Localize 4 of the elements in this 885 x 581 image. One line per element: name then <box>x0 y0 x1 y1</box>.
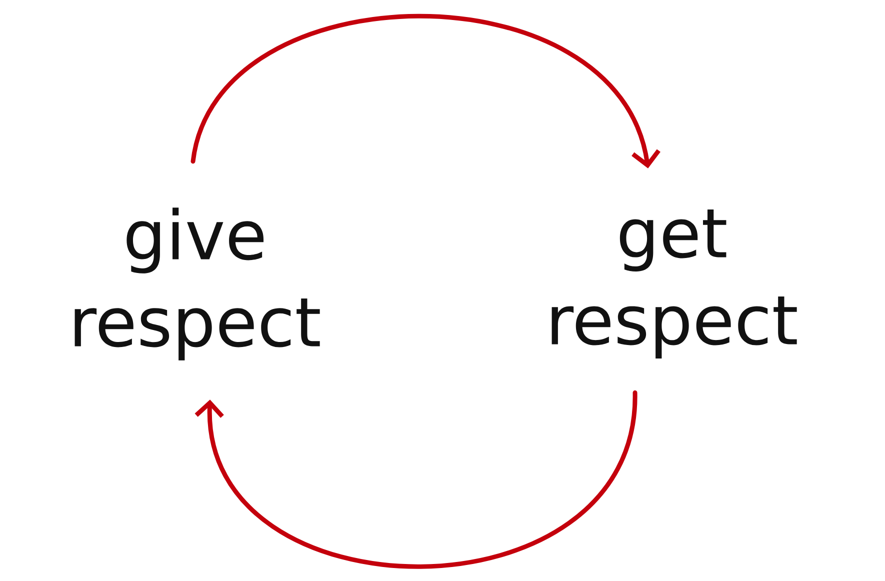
curved-arrow <box>194 390 638 569</box>
text-label: get respect <box>552 210 797 358</box>
curved-arrow <box>190 14 660 168</box>
text-label: give respect <box>74 208 320 360</box>
